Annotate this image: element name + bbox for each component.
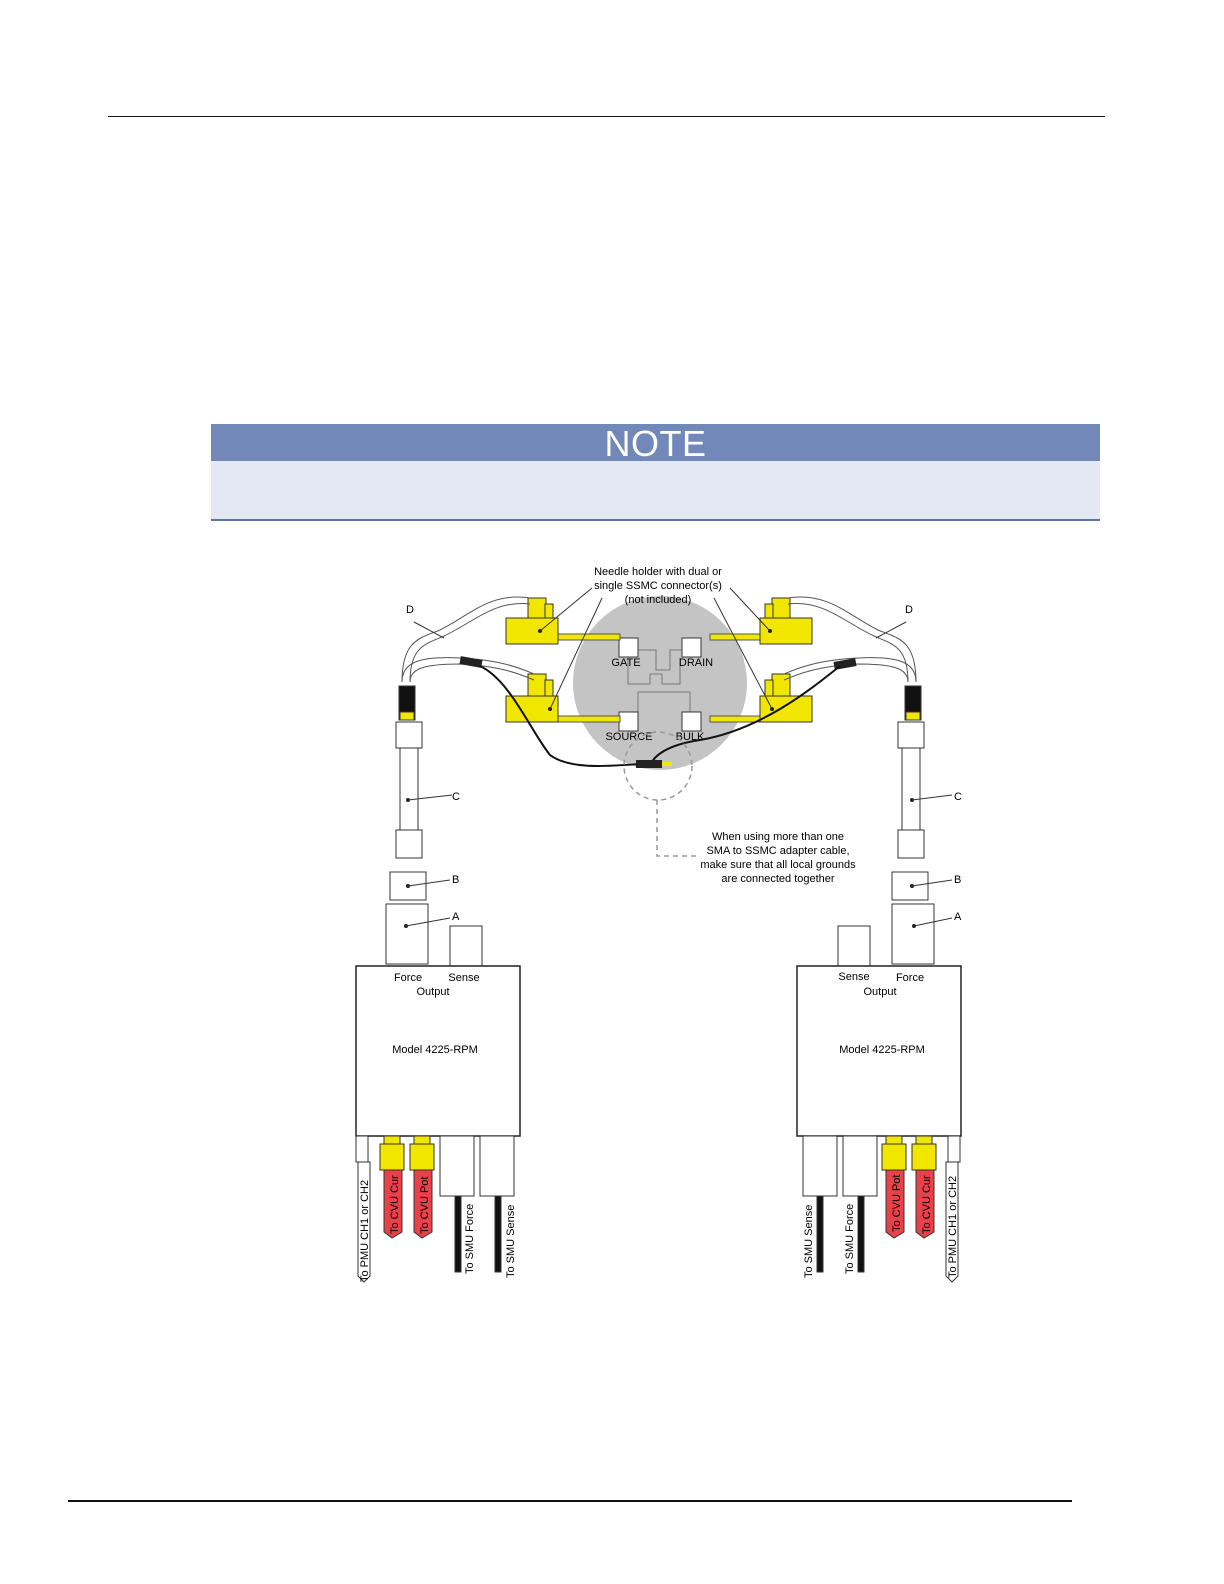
svg-text:When using more than one: When using more than one (712, 831, 844, 843)
label-b-right: B (954, 874, 961, 886)
note-box: NOTE (211, 424, 1100, 521)
rpm-left-model: Model 4225-RPM (392, 1044, 478, 1056)
needle-holder-top-left (505, 597, 559, 645)
note-title: NOTE (211, 424, 1100, 464)
wafer (573, 596, 747, 770)
svg-text:(not included): (not included) (625, 594, 692, 606)
needle-holder-bottom-right (759, 673, 813, 723)
rpm-right-force: Force (896, 972, 924, 984)
rpm-left-force: Force (394, 972, 422, 984)
label-b-left: B (452, 874, 459, 886)
svg-text:SMA to SSMC adapter cable,: SMA to SSMC adapter cable, (706, 845, 849, 857)
svg-text:make sure that all local groun: make sure that all local grounds (700, 859, 856, 871)
svg-text:To CVU Pot: To CVU Pot (891, 1175, 903, 1232)
rpm-left-cable-labels: To PMU CH1 or CH2 To CVU Cur To CVU Pot … (359, 1175, 517, 1282)
cable-d-right (783, 596, 917, 683)
cable-stack-left (385, 685, 483, 967)
svg-text:To CVU Cur: To CVU Cur (921, 1175, 933, 1234)
svg-text:single SSMC connector(s): single SSMC connector(s) (594, 580, 722, 592)
rpm-right-cable-labels: To SMU Sense To SMU Force To CVU Pot To … (803, 1175, 959, 1278)
header-rule (108, 116, 1105, 117)
gate-pad (618, 637, 639, 658)
label-c-right: C (954, 791, 962, 803)
callout-needle-holder: Needle holder with dual or single SSMC c… (594, 566, 722, 606)
connection-diagram: GATE DRAIN SOURCE BULK (340, 560, 980, 1290)
rpm-right-box (796, 965, 962, 1137)
rpm-left-box (355, 965, 521, 1137)
source-label: SOURCE (605, 731, 652, 743)
bulk-pad (681, 711, 702, 732)
svg-text:To CVU Cur: To CVU Cur (389, 1175, 401, 1234)
svg-text:To PMU CH1 or CH2: To PMU CH1 or CH2 (947, 1176, 959, 1278)
label-a-right: A (954, 911, 962, 923)
svg-text:To PMU CH1 or CH2: To PMU CH1 or CH2 (359, 1180, 371, 1282)
rpm-right-output: Output (863, 986, 896, 998)
rpm-left-connectors (355, 1135, 515, 1283)
source-pad (618, 711, 639, 732)
svg-text:Needle holder with dual or: Needle holder with dual or (594, 566, 722, 578)
drain-pad (681, 637, 702, 658)
needle-holder-top-right (759, 597, 813, 645)
label-d-left: D (406, 604, 414, 616)
svg-text:To SMU Force: To SMU Force (844, 1204, 856, 1274)
footer-rule (68, 1500, 1072, 1502)
label-a-left: A (452, 911, 460, 923)
cable-stack-right (837, 685, 935, 967)
svg-text:To SMU Force: To SMU Force (464, 1204, 476, 1274)
label-d-right: D (905, 604, 913, 616)
rpm-left-output: Output (416, 986, 449, 998)
svg-text:To SMU Sense: To SMU Sense (505, 1205, 517, 1278)
drain-label: DRAIN (679, 657, 713, 669)
ground-highlight (623, 731, 693, 801)
callout-ground: When using more than one SMA to SSMC ada… (700, 831, 856, 885)
svg-text:To CVU Pot: To CVU Pot (419, 1177, 431, 1234)
ground-wire (479, 665, 841, 768)
rpm-right-model: Model 4225-RPM (839, 1044, 925, 1056)
rpm-right-sense: Sense (838, 971, 869, 983)
label-c-left: C (452, 791, 460, 803)
device-traces (627, 649, 691, 712)
svg-text:To SMU Sense: To SMU Sense (803, 1205, 815, 1278)
svg-text:are connected together: are connected together (721, 873, 834, 885)
rpm-left-sense: Sense (448, 972, 479, 984)
gate-label: GATE (611, 657, 640, 669)
rpm-right-connectors (802, 1135, 961, 1283)
